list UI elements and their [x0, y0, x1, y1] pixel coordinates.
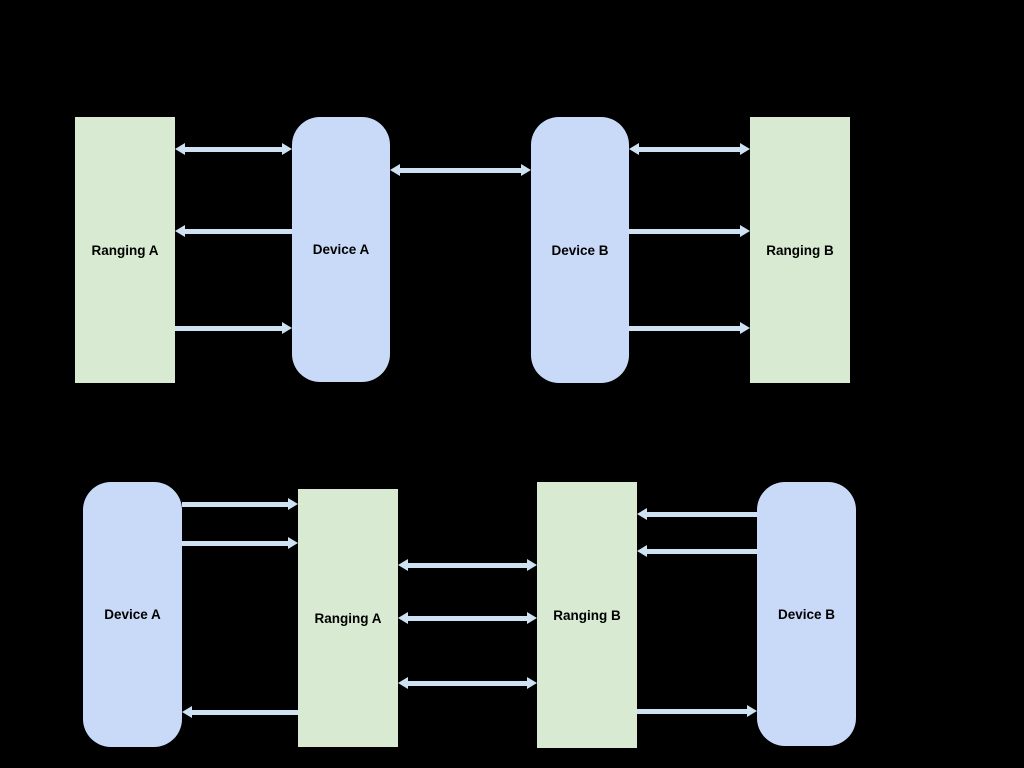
box-device-a-top: Device A: [292, 117, 390, 382]
arrowhead-right-icon: [740, 143, 750, 155]
arrowhead-left-icon: [182, 706, 192, 718]
arrowhead-left-icon: [629, 143, 639, 155]
arrow-shaft: [182, 501, 288, 507]
arrowhead-left-icon: [398, 677, 408, 689]
arrow-top-right-1: [629, 143, 750, 155]
arrow-shaft: [408, 680, 527, 686]
box-label-device-a-top: Device A: [312, 242, 370, 257]
arrowhead-right-icon: [527, 677, 537, 689]
arrowhead-right-icon: [282, 322, 292, 334]
arrow-shaft: [629, 228, 740, 234]
arrow-bottom-left-3: [182, 706, 298, 718]
arrow-shaft: [408, 615, 527, 621]
arrow-shaft: [637, 708, 747, 714]
box-device-b-bottom: Device B: [757, 482, 856, 746]
arrowhead-left-icon: [398, 612, 408, 624]
arrow-bottom-right-3: [637, 705, 757, 717]
arrow-top-left-2: [175, 225, 292, 237]
arrow-shaft: [175, 325, 282, 331]
arrow-shaft: [647, 511, 757, 517]
box-label-ranging-b-top: Ranging B: [766, 242, 834, 258]
arrowhead-left-icon: [637, 508, 647, 520]
arrowhead-right-icon: [521, 164, 531, 176]
arrow-shaft: [182, 540, 288, 546]
arrow-shaft: [192, 709, 298, 715]
box-label-device-b-top: Device B: [551, 242, 609, 258]
arrowhead-right-icon: [527, 559, 537, 571]
arrow-top-center-1: [390, 164, 531, 176]
box-ranging-b-bottom: Ranging B: [537, 482, 637, 748]
arrow-bottom-right-1: [637, 508, 757, 520]
box-device-a-bottom: Device A: [83, 482, 182, 747]
box-label-device-a-bottom: Device A: [104, 607, 161, 622]
arrow-bottom-right-2: [637, 545, 757, 557]
arrowhead-right-icon: [282, 143, 292, 155]
arrow-bottom-center-2: [398, 612, 537, 624]
arrowhead-right-icon: [747, 705, 757, 717]
arrowhead-right-icon: [288, 537, 298, 549]
arrow-bottom-center-3: [398, 677, 537, 689]
arrowhead-left-icon: [175, 225, 185, 237]
box-label-ranging-b-bottom: Ranging B: [553, 607, 621, 623]
arrow-shaft: [629, 325, 740, 331]
arrowhead-right-icon: [740, 322, 750, 334]
arrowhead-right-icon: [288, 498, 298, 510]
box-label-ranging-a-top: Ranging A: [91, 242, 159, 258]
arrow-top-left-1: [175, 143, 292, 155]
box-label-device-b-bottom: Device B: [777, 606, 836, 622]
arrow-shaft: [185, 228, 292, 234]
arrowhead-left-icon: [398, 559, 408, 571]
box-label-ranging-a-bottom: Ranging A: [314, 610, 382, 626]
arrowhead-left-icon: [637, 545, 647, 557]
arrow-bottom-center-1: [398, 559, 537, 571]
arrow-shaft: [639, 146, 740, 152]
box-device-b-top: Device B: [531, 117, 629, 383]
arrow-top-left-3: [175, 322, 292, 334]
arrow-bottom-left-1: [182, 498, 298, 510]
arrowhead-left-icon: [390, 164, 400, 176]
arrow-shaft: [400, 167, 521, 173]
arrow-bottom-left-2: [182, 537, 298, 549]
arrowhead-right-icon: [740, 225, 750, 237]
arrow-shaft: [408, 562, 527, 568]
arrowhead-left-icon: [175, 143, 185, 155]
arrow-top-right-2: [629, 225, 750, 237]
arrow-top-right-3: [629, 322, 750, 334]
arrowhead-right-icon: [527, 612, 537, 624]
arrow-shaft: [185, 146, 282, 152]
box-ranging-b-top: Ranging B: [750, 117, 850, 383]
box-ranging-a-bottom: Ranging A: [298, 489, 398, 747]
arrow-shaft: [647, 548, 757, 554]
box-ranging-a-top: Ranging A: [75, 117, 175, 383]
